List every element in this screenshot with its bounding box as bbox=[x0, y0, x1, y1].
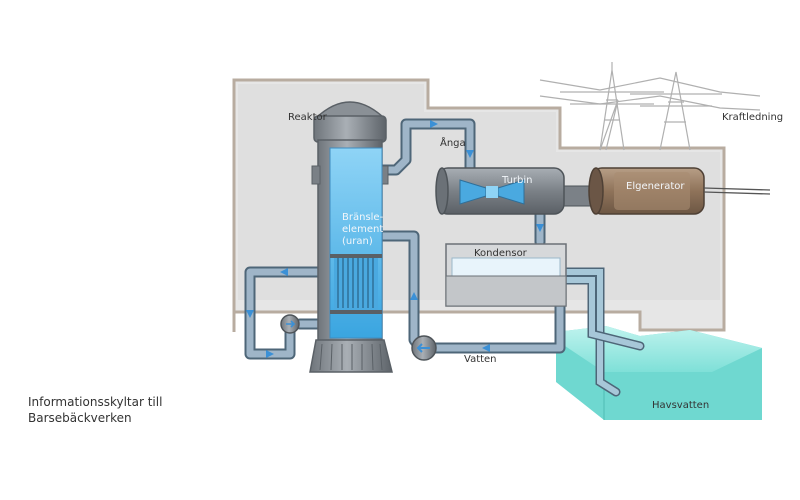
power-pylons bbox=[539, 62, 761, 151]
fuel-element-label-line3: (uran) bbox=[342, 236, 373, 247]
steam-label: Ånga bbox=[440, 138, 466, 149]
caption: Informationsskyltar till Barsebäckverken bbox=[28, 394, 162, 426]
fuel-element-label-line1: Bränsle- bbox=[342, 212, 384, 223]
caption-line-1: Informationsskyltar till bbox=[28, 395, 163, 409]
generator-label: Elgenerator bbox=[626, 181, 685, 192]
generator bbox=[588, 167, 705, 215]
fuel-element-label-line2: element bbox=[342, 224, 384, 235]
caption-line-2: Barsebäckverken bbox=[28, 411, 132, 425]
circulation-pump bbox=[280, 314, 300, 334]
reactor-vessel bbox=[309, 101, 393, 373]
turbine bbox=[435, 167, 595, 215]
power-line-label: Kraftledning bbox=[722, 112, 784, 123]
water-label: Vatten bbox=[464, 354, 497, 365]
flow-arrows bbox=[246, 120, 544, 358]
reactor-label: Reaktor bbox=[288, 112, 327, 123]
output-power-line bbox=[703, 187, 771, 195]
turbine-label: Turbin bbox=[502, 175, 533, 186]
sea-water-label: Havsvatten bbox=[652, 400, 710, 411]
feed-water-pump bbox=[411, 335, 437, 361]
condenser-label: Kondensor bbox=[474, 248, 527, 259]
condenser bbox=[445, 243, 567, 307]
